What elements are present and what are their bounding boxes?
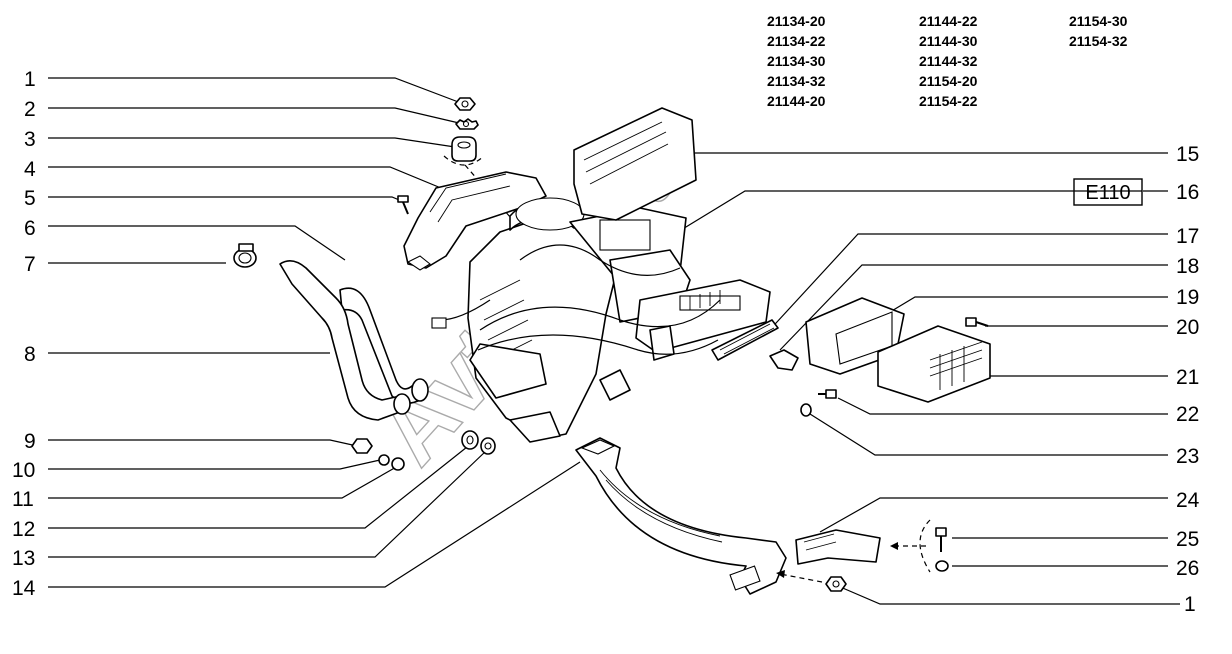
leader-line <box>837 397 1168 415</box>
callout-number: 2 <box>24 98 36 121</box>
callout-number: 1 <box>1184 593 1196 616</box>
leader-line <box>809 413 1168 456</box>
callout-number: 16 <box>1176 181 1199 204</box>
model-code: 21144-32 <box>919 53 978 69</box>
callout-number: 12 <box>12 518 35 541</box>
screw-part-20 <box>965 317 989 327</box>
callout-number: 11 <box>12 488 34 511</box>
callout-number: 20 <box>1176 316 1199 339</box>
leader-line <box>48 196 405 203</box>
callout-number: 21 <box>1176 366 1199 389</box>
callout-number: 6 <box>24 217 36 240</box>
nut-part-9 <box>351 438 373 454</box>
model-column-c: 21154-30 21154-32 <box>1069 11 1127 51</box>
leader-line <box>48 166 471 201</box>
leader-line <box>48 107 460 124</box>
assembly-arc <box>919 519 931 573</box>
seal-part-13 <box>480 437 496 455</box>
leader-line <box>48 449 488 558</box>
washer-part-23 <box>800 403 812 417</box>
model-code: 21134-22 <box>767 33 826 49</box>
callout-number: 18 <box>1176 255 1199 278</box>
floor-duct-part-14 <box>575 437 787 595</box>
washer-part-11 <box>391 457 405 471</box>
hose-part-8 <box>279 260 411 421</box>
code-box-label: E110 <box>1085 182 1130 204</box>
nut-part-1 <box>454 97 476 111</box>
cover-part-4 <box>403 171 547 271</box>
leader-line <box>48 465 399 499</box>
leader-line <box>48 137 456 148</box>
clamp-part-7 <box>233 243 257 268</box>
callout-number: 19 <box>1176 286 1199 309</box>
callout-number: 15 <box>1176 143 1199 166</box>
model-code: 21154-30 <box>1069 13 1128 29</box>
washer-part-2 <box>455 118 479 130</box>
washer-part-10 <box>378 454 390 466</box>
callout-number: 17 <box>1176 225 1199 248</box>
callout-number: 5 <box>24 187 36 210</box>
duct-end-part-24 <box>795 529 881 565</box>
callout-number: 24 <box>1176 489 1200 512</box>
code-box: E110 <box>1073 178 1143 206</box>
leader-line <box>889 296 1168 313</box>
callout-number: 14 <box>12 577 36 600</box>
leader-line <box>48 439 358 447</box>
vent-grille-part-21 <box>877 325 991 403</box>
callout-number: 1 <box>24 68 36 91</box>
callout-number: 4 <box>24 158 36 181</box>
arrow-head <box>776 570 785 578</box>
code-box-frame <box>1073 178 1143 206</box>
leader-line <box>837 585 1180 605</box>
callout-number: 10 <box>12 459 35 482</box>
hose-part-6 <box>339 287 429 404</box>
screw-part-25 <box>935 527 947 552</box>
leader-line <box>764 233 1168 336</box>
arrow-head <box>890 542 898 550</box>
callout-number: 26 <box>1176 557 1199 580</box>
filter-cover-part-15 <box>573 107 697 221</box>
leader-line <box>48 77 462 104</box>
nut-part-1-lower <box>825 576 847 592</box>
model-column-b: 21144-22 21144-30 21144-32 21154-20 2115… <box>919 11 977 111</box>
assembly-arrow <box>779 573 823 583</box>
model-code: 21154-32 <box>1069 33 1128 49</box>
callout-number: 23 <box>1176 445 1199 468</box>
callout-number: 9 <box>24 430 36 453</box>
leader-line <box>48 446 468 529</box>
model-code: 21154-22 <box>919 93 978 109</box>
callout-number: 22 <box>1176 403 1199 426</box>
screw-part-22 <box>818 389 837 399</box>
control-unit <box>431 244 771 361</box>
callout-number: 25 <box>1176 528 1199 551</box>
callout-number: 7 <box>24 253 36 276</box>
model-column-a: 21134-20 21134-22 21134-30 21134-32 2114… <box>767 11 825 111</box>
model-code: 21134-32 <box>767 73 826 89</box>
clip-part-18 <box>769 349 799 371</box>
leader-line <box>48 461 581 588</box>
leader-line <box>48 225 346 261</box>
left-callouts: 1 2 3 4 5 6 7 8 9 10 11 12 13 14 <box>12 68 36 600</box>
seal-part-12 <box>461 430 479 450</box>
nut-part-26 <box>935 560 949 572</box>
model-code: 21144-20 <box>767 93 826 109</box>
model-code: 21154-20 <box>919 73 978 89</box>
model-code: 21134-20 <box>767 13 826 29</box>
screw-part-5 <box>397 195 409 215</box>
model-code: 21144-22 <box>919 13 978 29</box>
model-code: 21134-30 <box>767 53 826 69</box>
leader-line <box>48 459 381 470</box>
strip-part-17 <box>711 319 779 361</box>
callout-number: 8 <box>24 343 36 366</box>
leader-line <box>819 497 1168 533</box>
model-code: 21144-30 <box>919 33 978 49</box>
callout-number: 13 <box>12 547 35 570</box>
leader-line <box>639 190 1142 256</box>
callout-number: 3 <box>24 128 36 151</box>
right-callouts: 15 16 17 18 19 20 21 22 23 24 25 26 1 <box>1176 143 1200 616</box>
